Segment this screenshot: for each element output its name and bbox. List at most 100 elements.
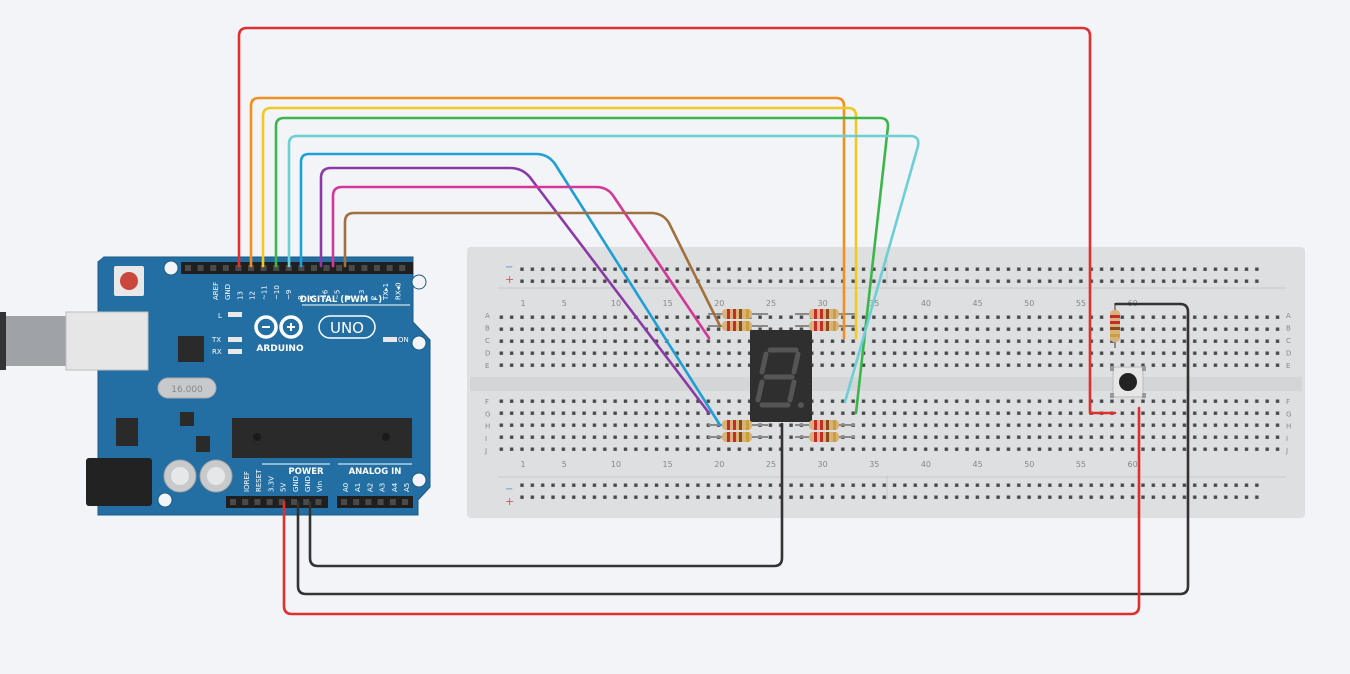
power-jack xyxy=(86,458,152,506)
wire-red-5v xyxy=(282,406,1141,616)
pin-label: ~5 xyxy=(334,290,342,300)
power-rail-top xyxy=(515,260,1260,284)
wire-black-button xyxy=(296,302,1190,596)
pin-label: ~10 xyxy=(273,285,281,300)
model-label: UNO xyxy=(330,319,364,337)
column-number: 5 xyxy=(562,299,567,308)
row-letter: B xyxy=(1286,325,1291,333)
pin-label: 12 xyxy=(248,291,256,300)
column-number: 35 xyxy=(869,460,879,469)
resistor xyxy=(708,432,768,442)
wire-purple xyxy=(319,166,711,415)
rail-plus-label: + xyxy=(505,273,514,286)
atmega-chip xyxy=(232,418,412,458)
analog-label: ANALOG IN xyxy=(349,467,402,477)
power-rail-bottom xyxy=(515,482,1260,506)
column-number: 10 xyxy=(611,460,621,469)
row-letter: H xyxy=(485,423,490,431)
analog-header xyxy=(337,496,413,508)
row-letter: A xyxy=(485,312,490,320)
row-letter: A xyxy=(1286,312,1291,320)
pin-label: 2 xyxy=(370,296,378,300)
pin-label: A4 xyxy=(391,482,399,492)
row-letter: G xyxy=(485,410,490,418)
pin-label: 4 xyxy=(346,295,354,300)
column-number: 45 xyxy=(973,460,983,469)
column-number: 15 xyxy=(663,460,673,469)
column-number: 25 xyxy=(766,460,776,469)
pin-label: 3.3V xyxy=(267,476,275,492)
row-letter: D xyxy=(485,350,490,358)
push-button[interactable] xyxy=(1110,366,1146,398)
pin-label: 5V xyxy=(280,483,288,492)
pin-label: GND xyxy=(224,284,232,300)
resistor xyxy=(708,321,768,331)
wire-blue xyxy=(299,152,722,427)
pin-label: 7 xyxy=(309,296,317,300)
led-l-label: L xyxy=(218,312,222,320)
row-letter: F xyxy=(485,398,489,406)
power-header xyxy=(226,496,328,508)
row-letter: E xyxy=(485,362,489,370)
column-number: 40 xyxy=(921,299,931,308)
pin-label: ~3 xyxy=(358,290,366,300)
column-number: 30 xyxy=(818,299,828,308)
resistor xyxy=(708,420,768,430)
column-number: 40 xyxy=(921,460,931,469)
pin-label: ~6 xyxy=(321,289,329,300)
rail-plus-label: + xyxy=(505,495,514,508)
wire-cyan xyxy=(287,134,920,404)
wire-orange xyxy=(249,96,846,340)
power-label: POWER xyxy=(288,467,324,477)
pin-label: IOREF xyxy=(243,471,251,492)
wire-red xyxy=(237,26,1117,415)
column-number: 1 xyxy=(520,299,525,308)
digital-label: DIGITAL (PWM ~) xyxy=(300,295,382,305)
pin-label: RX◂0 xyxy=(394,282,402,300)
column-number: 50 xyxy=(1024,299,1034,308)
wire-black-display xyxy=(308,422,784,568)
wire-green xyxy=(274,116,890,415)
resistor xyxy=(708,309,768,319)
pin-label: ~11 xyxy=(261,285,269,300)
column-number: 10 xyxy=(611,299,621,308)
resistor xyxy=(795,432,855,442)
column-number: 45 xyxy=(973,299,983,308)
pin-label: GND xyxy=(292,476,300,492)
crystal xyxy=(157,377,217,399)
column-number: 25 xyxy=(766,299,776,308)
row-letter: B xyxy=(485,325,490,333)
row-letter: G xyxy=(1286,410,1291,418)
row-letter: J xyxy=(1285,447,1288,455)
column-number: 20 xyxy=(714,299,724,308)
pin-label: AREF xyxy=(212,282,220,300)
row-letter: J xyxy=(484,447,487,455)
column-number: 15 xyxy=(663,299,673,308)
column-number: 20 xyxy=(714,460,724,469)
seven-segment-display xyxy=(750,330,812,422)
wire-yellow xyxy=(261,106,858,340)
pin-label: GND xyxy=(304,476,312,492)
wires xyxy=(237,26,1190,616)
column-number: 1 xyxy=(520,460,525,469)
arduino-logo-icon xyxy=(254,315,303,339)
row-letter: I xyxy=(485,435,487,443)
pin-label: A1 xyxy=(354,483,362,492)
svg-text:16.000: 16.000 xyxy=(171,385,203,395)
resistor xyxy=(795,420,855,430)
pin-label: A2 xyxy=(366,483,374,492)
wire-magenta xyxy=(331,185,711,340)
rail-minus-label: − xyxy=(505,262,513,273)
pin-label: RESET xyxy=(255,469,263,492)
rail-minus-label: − xyxy=(505,484,513,495)
arduino-uno: 16.000 L TX RX ON ARDUINO UNO AR xyxy=(65,256,431,516)
column-number: 50 xyxy=(1024,460,1034,469)
pin-label: TX▸1 xyxy=(382,283,390,301)
brand-label: ARDUINO xyxy=(256,344,304,354)
pin-label: A3 xyxy=(379,483,387,492)
led-rx-label: RX xyxy=(212,348,222,356)
column-number: 55 xyxy=(1076,460,1086,469)
